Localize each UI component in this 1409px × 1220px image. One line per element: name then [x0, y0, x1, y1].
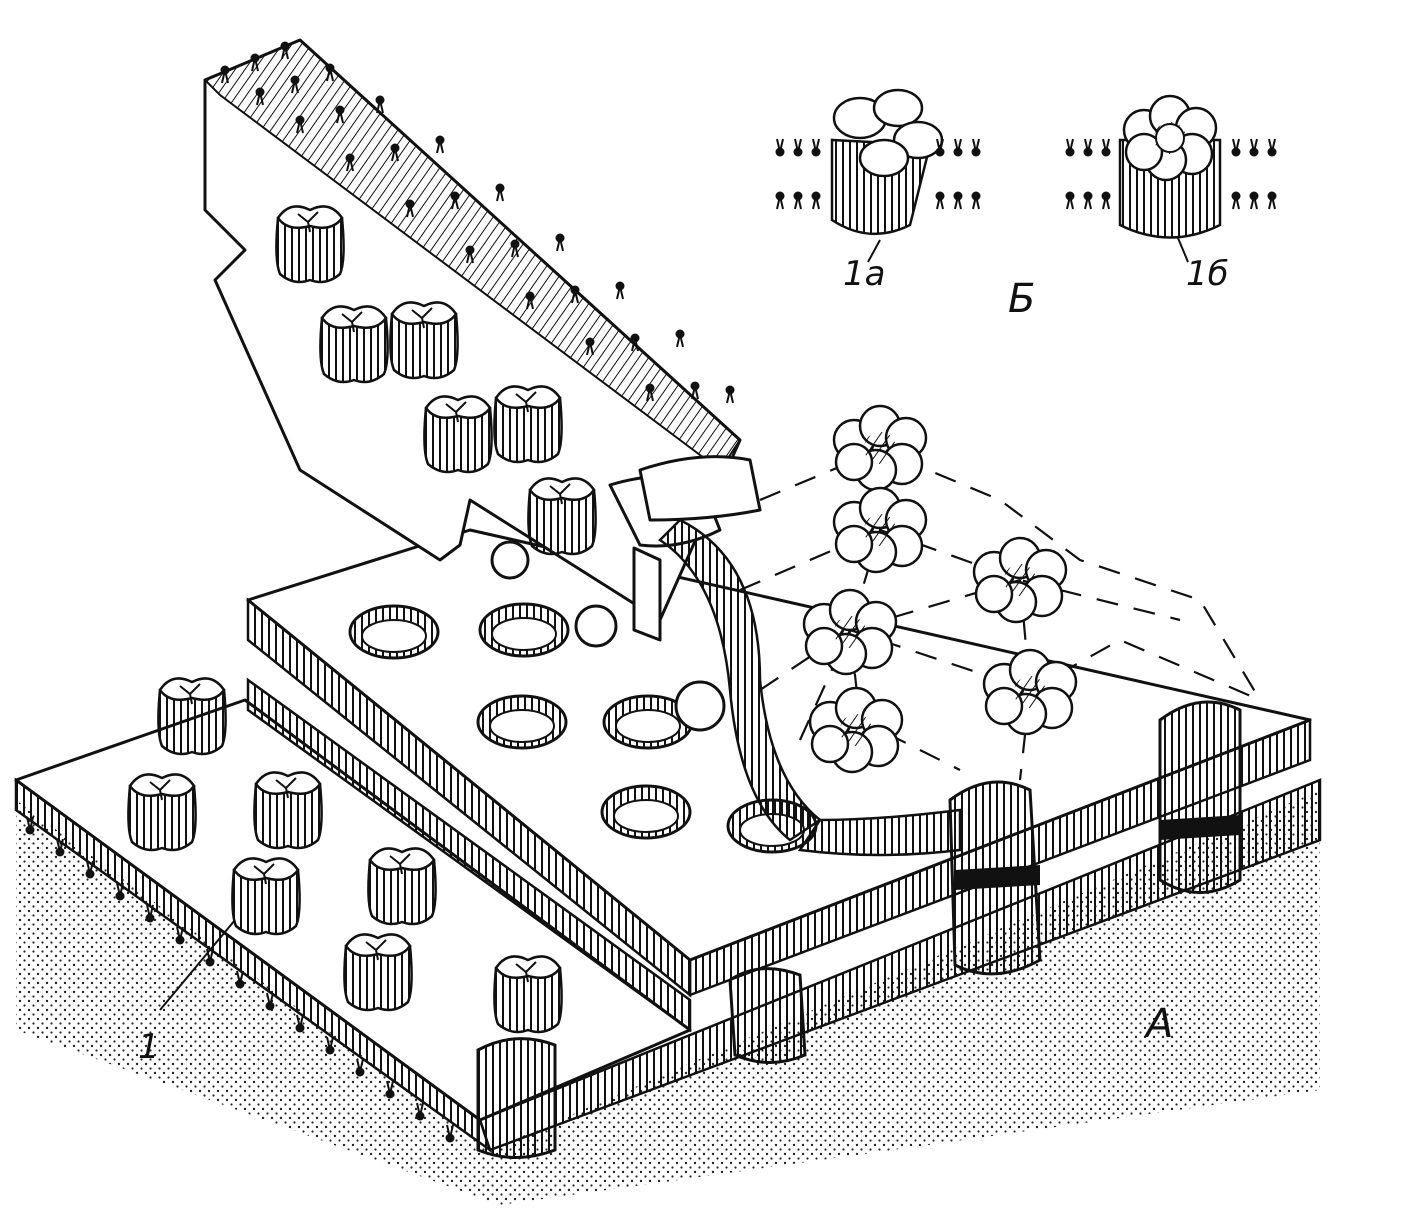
label-closed-state: 1a — [843, 254, 885, 294]
connexon — [367, 847, 437, 926]
label-connexon: 1 — [138, 1027, 160, 1067]
connexon — [319, 305, 389, 384]
connexon — [127, 773, 197, 852]
connexon — [493, 955, 563, 1034]
lipid-bilayer-left — [1064, 138, 1112, 210]
upper-membrane-flap — [203, 38, 742, 732]
connexon-top-view — [972, 536, 1068, 624]
connexon — [157, 677, 227, 756]
connexon-tube — [638, 455, 962, 857]
connexon — [231, 857, 301, 936]
inset-connexon-states — [774, 88, 1278, 263]
connexon — [275, 205, 345, 284]
connexon-closed — [774, 88, 982, 263]
label-panel-a: А — [1143, 1001, 1173, 1047]
connexon — [423, 395, 493, 474]
connexon-lattice — [739, 404, 1261, 781]
connexon-top-view — [832, 404, 928, 492]
connexon — [527, 477, 597, 556]
label-panel-b: Б — [1008, 276, 1035, 322]
cytoplasm-base — [16, 790, 1320, 1205]
connexon-top-view — [802, 588, 898, 676]
lipid-bilayer-right — [934, 138, 982, 210]
lipid-bilayer-left — [774, 138, 822, 210]
connexon — [389, 301, 459, 380]
connexon-top-view — [832, 486, 928, 574]
connexon — [253, 771, 323, 850]
label-open-state: 1б — [1186, 254, 1229, 294]
connexon-open — [1064, 94, 1278, 263]
junction-channels — [476, 700, 1242, 1159]
connexon — [343, 933, 413, 1012]
lipid-bilayer-right — [1230, 138, 1278, 210]
connexon — [493, 385, 563, 464]
label-1-leader — [159, 919, 236, 1011]
